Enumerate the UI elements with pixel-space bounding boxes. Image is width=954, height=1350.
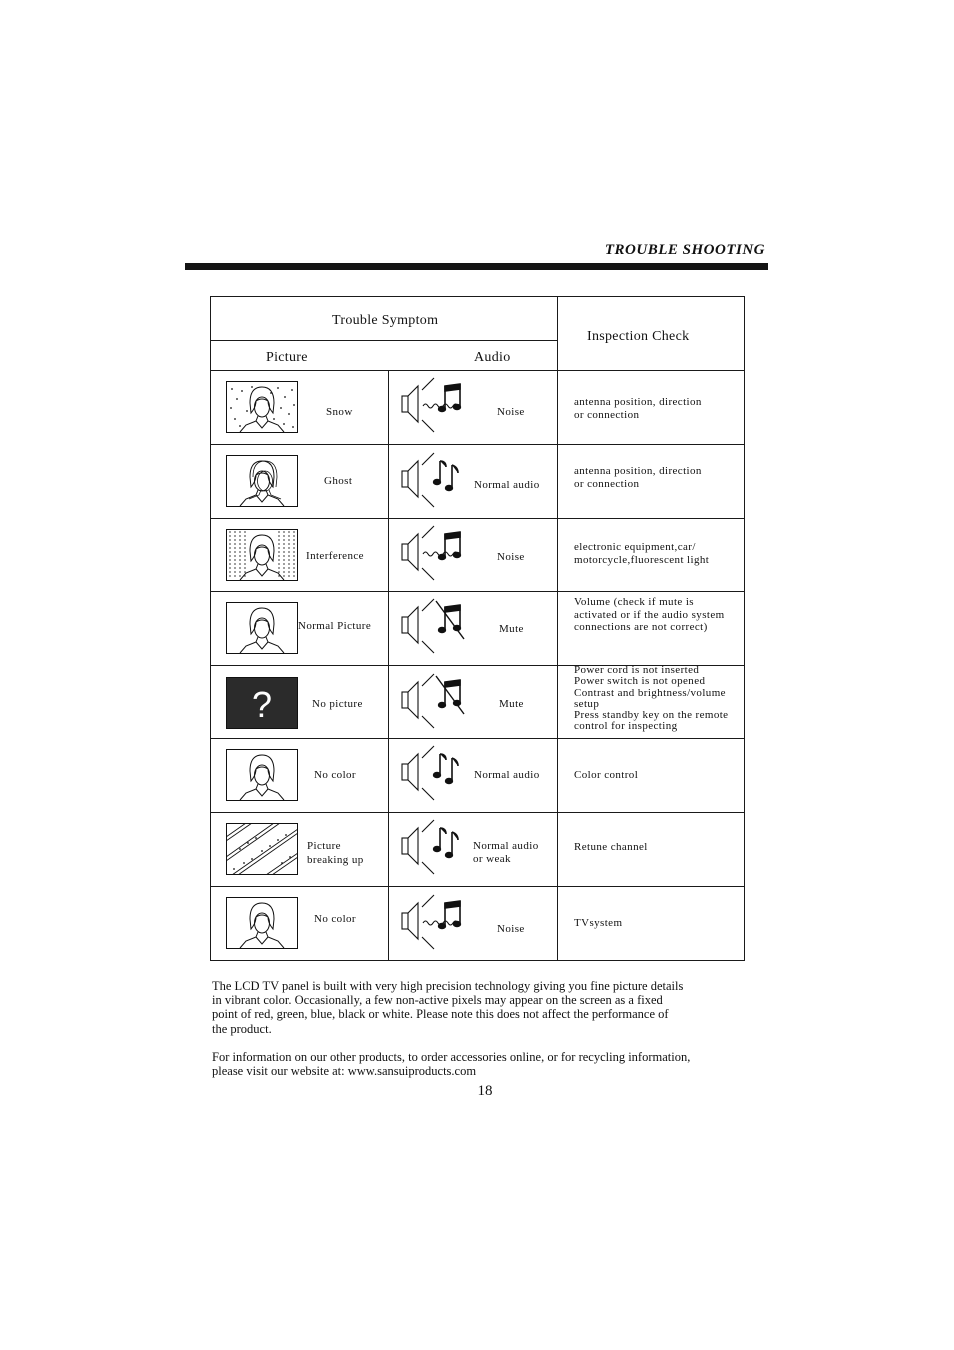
normal-speaker-icon — [401, 745, 459, 801]
normal-face-icon — [226, 897, 298, 949]
normal-speaker-icon — [401, 452, 459, 508]
check-line: antenna position, direction — [574, 396, 702, 408]
audio-symptom-label: Mute — [499, 623, 524, 635]
row-divider — [210, 886, 745, 887]
snow-face-icon — [226, 381, 298, 433]
svg-text:?: ? — [252, 684, 272, 725]
no-picture-icon: ? — [226, 677, 298, 729]
inspection-check-text: Retune channel — [574, 841, 648, 854]
website-note: For information on our other products, t… — [212, 1050, 732, 1078]
note-line: please visit our website at: www.sansuip… — [212, 1064, 477, 1079]
header-divider — [210, 370, 745, 371]
breaking-picture-icon — [226, 823, 298, 875]
audio-symptom-label: Noise — [497, 406, 525, 418]
check-line: Power switch is not opened — [574, 675, 706, 688]
picture-symptom-label: Picture breaking up — [307, 839, 364, 867]
audio-symptom-label: Noise — [497, 551, 525, 563]
check-line: Retune channel — [574, 841, 648, 853]
audio-symptom-label: Mute — [499, 698, 524, 710]
symptom-header: Trouble Symptom — [332, 313, 439, 328]
check-line: Color control — [574, 769, 639, 781]
table-border-top — [210, 296, 745, 297]
inspection-check-text: antenna position, direction or connectio… — [574, 465, 702, 490]
check-line: Press standby key on the remote — [574, 709, 729, 722]
note-line: in vibrant color. Occasionally, a few no… — [212, 993, 663, 1008]
row-divider — [210, 812, 745, 813]
inspection-check-text: TVsystem — [574, 917, 622, 930]
interference-face-icon — [226, 529, 298, 581]
mute-speaker-icon — [401, 598, 465, 654]
table-border-left — [210, 296, 211, 961]
row-divider — [210, 591, 745, 592]
audio-label-line: or weak — [473, 853, 511, 865]
row-divider — [210, 738, 745, 739]
check-line: or connection — [574, 477, 640, 490]
table-border-bottom — [210, 960, 745, 961]
check-line: TVsystem — [574, 917, 623, 929]
check-line: setup — [574, 697, 600, 710]
picture-symptom-label: Ghost — [324, 475, 353, 487]
troubleshooting-table: Trouble Symptom Inspection Check Picture… — [210, 296, 745, 961]
row-divider — [210, 665, 745, 666]
check-line: motorcycle,fluorescent light — [574, 553, 710, 566]
inspection-check-text: antenna position, direction or connectio… — [574, 396, 702, 421]
picture-header: Picture — [266, 350, 308, 365]
check-line: antenna position, direction — [574, 465, 702, 477]
picture-label-line: Picture — [307, 840, 341, 852]
table-border-right — [744, 296, 745, 961]
note-line: For information on our other products, t… — [212, 1050, 691, 1064]
normal-speaker-icon — [401, 819, 459, 875]
inspection-check-text: Color control — [574, 769, 638, 782]
check-line: Power cord is not inserted — [574, 664, 700, 676]
check-line: activated or if the audio system — [574, 608, 725, 621]
check-line: Contrast and brightness/volume — [574, 686, 726, 699]
check-header: Inspection Check — [587, 329, 690, 344]
check-line: connections are not correct) — [574, 621, 708, 633]
note-line: point of red, green, blue, black or whit… — [212, 1007, 669, 1022]
noise-speaker-icon — [401, 525, 462, 581]
check-line: Volume (check if mute is — [574, 596, 694, 608]
audio-symptom-label: Normal audio or weak — [473, 840, 539, 866]
header-subdivider — [210, 340, 558, 341]
noise-speaker-icon — [401, 377, 462, 433]
normal-face-icon — [226, 602, 298, 654]
row-divider — [210, 518, 745, 519]
inspection-check-text: electronic equipment,car/ motorcycle,flu… — [574, 541, 709, 566]
row-divider — [210, 444, 745, 445]
audio-symptom-label: Normal audio — [474, 479, 540, 491]
inspection-check-text: Volume (check if mute is activated or if… — [574, 596, 725, 634]
check-line: or connection — [574, 408, 640, 421]
page-number: 18 — [477, 1083, 493, 1099]
audio-symptom-label: Normal audio — [474, 769, 540, 781]
note-line: The LCD TV panel is built with very high… — [212, 979, 684, 993]
audio-symptom-label: Noise — [497, 923, 525, 935]
picture-symptom-label: No color — [314, 913, 356, 925]
title-rule — [185, 263, 768, 270]
picture-symptom-label: No picture — [312, 698, 363, 710]
lcd-panel-note: The LCD TV panel is built with very high… — [212, 979, 732, 1036]
picture-symptom-label: No color — [314, 769, 356, 781]
picture-label-line: breaking up — [307, 854, 364, 866]
ghost-face-icon — [226, 455, 298, 507]
column-divider-check — [557, 296, 558, 961]
inspection-check-text: Power cord is not inserted Power switch … — [574, 664, 729, 733]
audio-label-line: Normal audio — [473, 840, 539, 852]
audio-header: Audio — [474, 350, 511, 365]
noise-speaker-icon — [401, 894, 462, 950]
picture-symptom-label: Interference — [306, 550, 364, 562]
section-title: TROUBLE SHOOTING — [604, 242, 765, 258]
check-line: electronic equipment,car/ — [574, 541, 696, 553]
normal-face-icon — [226, 749, 298, 801]
mute-speaker-icon — [401, 673, 465, 729]
check-line: control for inspecting — [574, 720, 678, 733]
picture-symptom-label: Normal Picture — [298, 620, 372, 632]
note-line: the product. — [212, 1021, 272, 1036]
picture-symptom-label: Snow — [326, 406, 353, 418]
